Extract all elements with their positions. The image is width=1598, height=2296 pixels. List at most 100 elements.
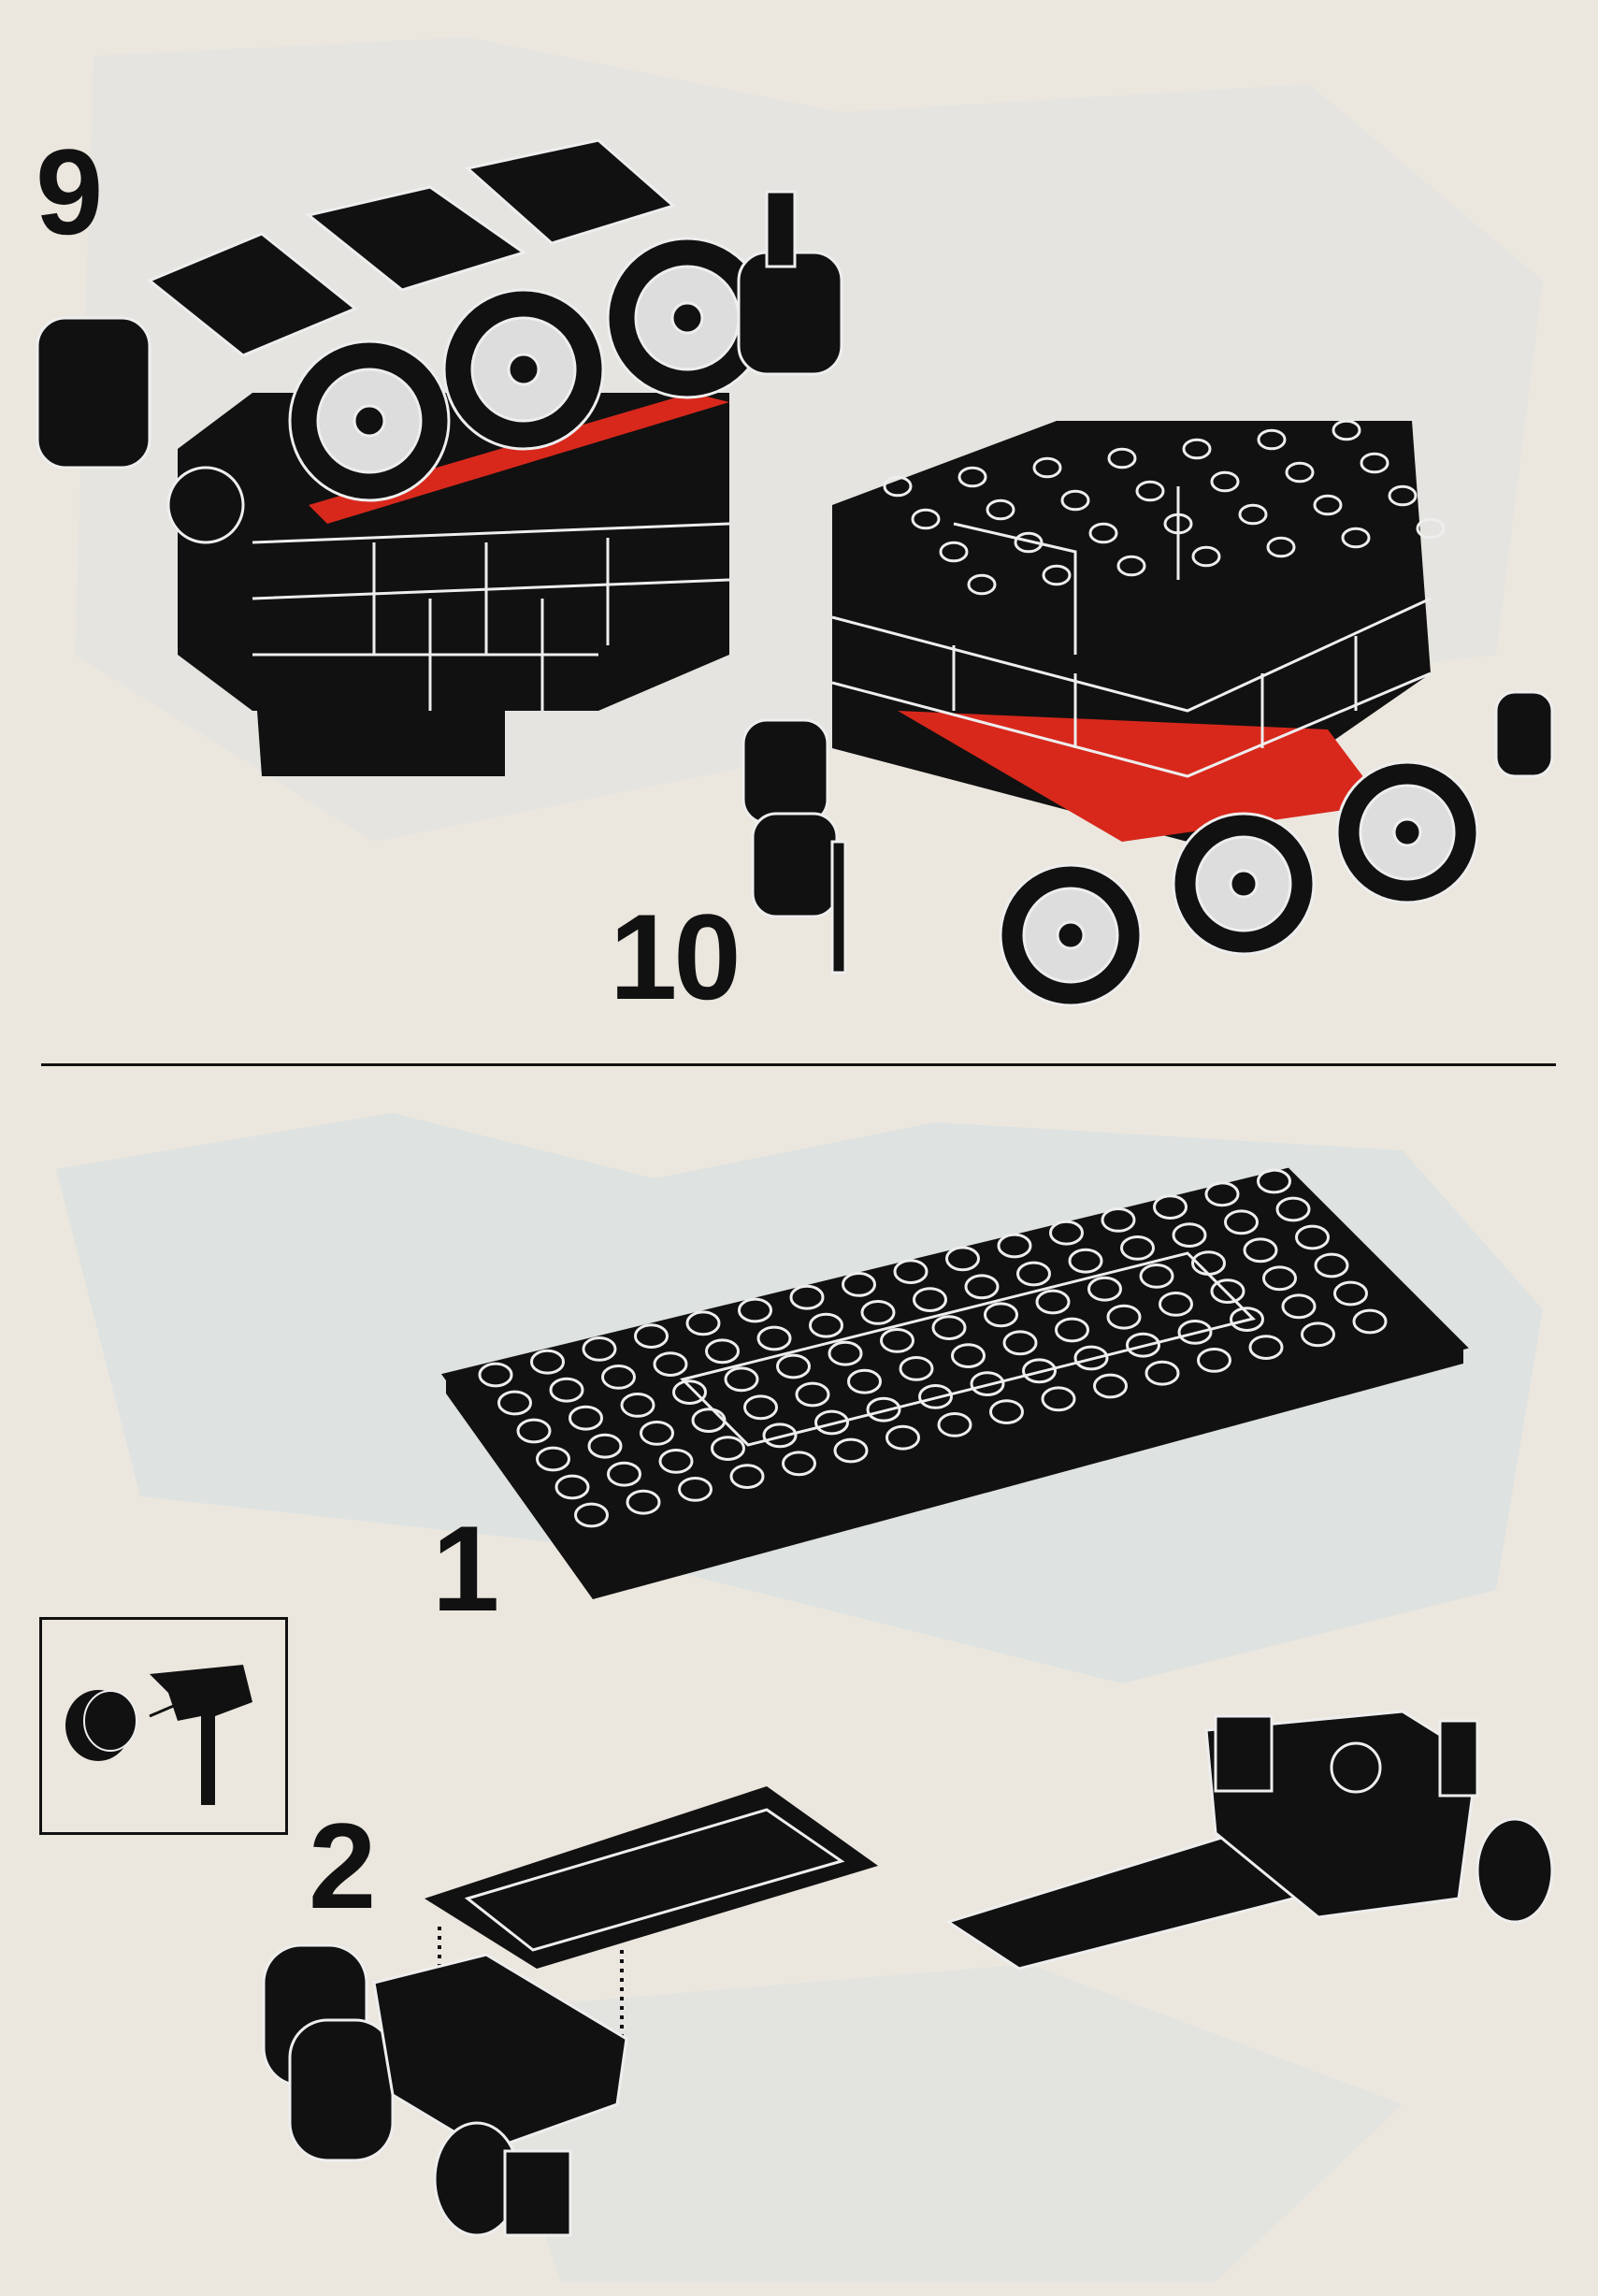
stud: [1101, 1207, 1136, 1233]
step-number-9: 9: [36, 123, 103, 260]
inset-wheel-holder-parts: [65, 1665, 252, 1805]
step-number-2: 2: [309, 1798, 376, 1934]
stud: [1035, 1289, 1071, 1315]
stud: [1139, 1264, 1174, 1289]
stud: [911, 508, 941, 530]
stud: [964, 1274, 1000, 1300]
stud: [1032, 456, 1062, 479]
section-divider: [41, 1063, 1556, 1066]
stud: [653, 1351, 688, 1377]
stud: [880, 1328, 914, 1353]
stud: [1313, 494, 1343, 516]
stud: [762, 1422, 798, 1449]
stud: [601, 1365, 636, 1390]
stud: [1002, 1330, 1038, 1356]
stud: [1230, 1307, 1264, 1332]
stud: [756, 1325, 792, 1351]
stud: [1281, 1293, 1317, 1320]
stud: [1262, 1265, 1297, 1292]
step-number-10: 10: [610, 888, 741, 1025]
stud: [536, 1446, 570, 1472]
stud: [951, 1343, 986, 1368]
stud: [1191, 545, 1221, 568]
stud: [814, 1409, 849, 1436]
stud: [1204, 1181, 1240, 1207]
stud: [729, 1464, 765, 1489]
stud: [1191, 1250, 1226, 1276]
stud: [828, 1340, 863, 1366]
tender-wheels: [741, 690, 1554, 1007]
stud: [1257, 1168, 1291, 1194]
stud: [1332, 419, 1361, 441]
inset-box: [39, 1617, 288, 1835]
stud: [705, 1338, 740, 1365]
stud: [691, 1408, 727, 1433]
stud: [582, 1336, 617, 1362]
stud: [549, 1377, 584, 1403]
stud: [1135, 480, 1165, 502]
stud: [1210, 1278, 1245, 1304]
stud: [1210, 470, 1240, 493]
stud: [1295, 1224, 1330, 1250]
stud: [899, 1356, 934, 1381]
stud: [620, 1393, 655, 1418]
stud: [1107, 447, 1137, 469]
stud: [1177, 1320, 1213, 1345]
stud: [1073, 1345, 1109, 1371]
stud: [970, 1371, 1005, 1396]
model-step-9: [36, 138, 843, 776]
stud: [945, 1246, 980, 1272]
stud: [1106, 1304, 1142, 1330]
stud: [1055, 1317, 1089, 1343]
stud: [1016, 1261, 1051, 1287]
stud: [587, 1433, 623, 1459]
stud: [1182, 438, 1212, 460]
stud: [893, 1259, 929, 1284]
stud: [957, 466, 987, 488]
stud: [997, 1233, 1032, 1259]
stud: [918, 1384, 953, 1409]
model-step-2: [262, 1710, 1554, 2237]
stud: [1248, 1335, 1284, 1360]
stud: [1285, 461, 1315, 484]
stud: [1224, 1209, 1259, 1235]
stud: [866, 1396, 901, 1422]
step-number-1: 1: [432, 1500, 499, 1637]
stud: [782, 1451, 816, 1477]
stud: [984, 1302, 1018, 1328]
stud: [1172, 1222, 1207, 1248]
stud: [1163, 513, 1193, 535]
stud: [1060, 489, 1090, 512]
stud: [913, 1287, 947, 1312]
stud: [1266, 536, 1296, 558]
stud: [743, 1394, 778, 1421]
stud: [1087, 1276, 1122, 1302]
stud: [1014, 531, 1044, 554]
stud: [685, 1310, 721, 1336]
stud: [738, 1297, 772, 1323]
stud: [1145, 1360, 1180, 1386]
stud: [711, 1436, 745, 1461]
stud: [1022, 1358, 1057, 1384]
stud: [1341, 527, 1371, 549]
stud: [789, 1284, 825, 1310]
stud: [497, 1390, 532, 1416]
stud: [574, 1502, 609, 1528]
stud: [678, 1477, 713, 1502]
stud: [847, 1368, 882, 1394]
stud: [1360, 452, 1389, 474]
stud: [554, 1474, 590, 1500]
stud: [478, 1362, 513, 1388]
stud: [1275, 1196, 1311, 1222]
plate-studs: [478, 1168, 1388, 1528]
stud: [1041, 1386, 1076, 1412]
model-step-1-plate: [440, 1167, 1469, 1599]
stud: [1388, 484, 1418, 507]
stud: [516, 1418, 552, 1444]
stud: [1301, 1321, 1335, 1348]
wheels: [288, 237, 769, 502]
stud: [1126, 1332, 1160, 1358]
tender-studs: [883, 419, 1446, 596]
stud: [1333, 1280, 1368, 1307]
